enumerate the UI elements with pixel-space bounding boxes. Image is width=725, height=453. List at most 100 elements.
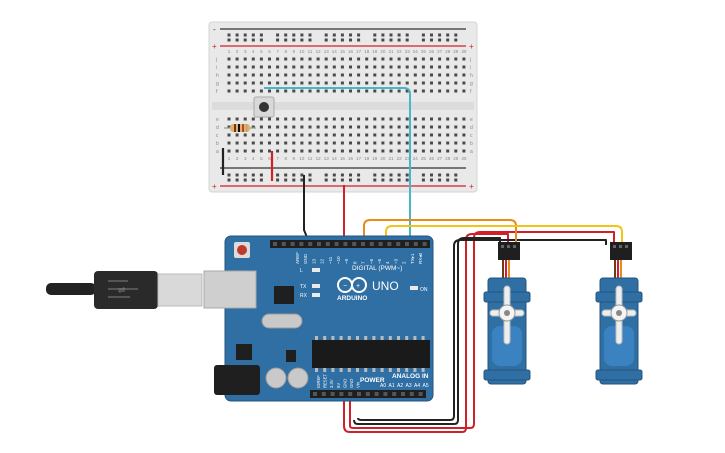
breadboard-hole — [349, 117, 352, 121]
breadboard-hole — [340, 33, 344, 37]
breadboard-hole — [340, 73, 344, 77]
connector-pin — [625, 245, 628, 248]
column-label: 27 — [437, 49, 443, 54]
breadboard-hole — [381, 149, 385, 153]
breadboard-hole — [340, 38, 344, 42]
breadboard-hole — [349, 149, 352, 153]
breadboard-hole — [413, 125, 417, 129]
breadboard-hole — [373, 133, 377, 137]
ic-pin — [331, 336, 335, 340]
breadboard-hole — [235, 178, 239, 182]
header-hole — [339, 392, 344, 396]
reset-button[interactable] — [237, 245, 247, 255]
breadboard-hole — [349, 173, 352, 177]
breadboard-hole — [276, 178, 280, 182]
breadboard-hole — [324, 117, 328, 121]
breadboard-hole — [405, 89, 409, 93]
servos — [483, 242, 643, 385]
breadboard-hole — [324, 73, 328, 77]
push-button[interactable] — [253, 96, 275, 118]
pin-label: 5V — [336, 383, 341, 388]
breadboard-hole — [357, 57, 361, 61]
breadboard-hole — [397, 173, 401, 177]
ic-pin — [413, 336, 417, 340]
breadboard-hole — [243, 38, 247, 42]
breadboard-hole — [235, 141, 239, 145]
row-label: e — [216, 117, 219, 123]
breadboard-hole — [235, 117, 239, 121]
analog-header-label: ANALOG IN — [392, 373, 429, 380]
breadboard-hole — [268, 133, 271, 137]
breadboard-hole — [340, 117, 344, 121]
breadboard-hole — [292, 125, 296, 129]
breadboard-hole — [462, 133, 466, 137]
breadboard-hole — [430, 33, 433, 37]
arduino-model: UNO — [372, 279, 399, 293]
breadboard-hole — [446, 117, 450, 121]
arduino-logo-icon: − + — [337, 277, 367, 293]
pin-label: 4 — [385, 261, 390, 264]
breadboard-hole — [446, 81, 450, 85]
breadboard-hole — [332, 89, 336, 93]
breadboard-hole — [284, 178, 288, 182]
breadboard-hole — [421, 73, 425, 77]
breadboard-hole — [413, 117, 417, 121]
breadboard-hole — [284, 133, 288, 137]
pin-label: A0 — [380, 383, 386, 389]
breadboard-hole — [251, 133, 255, 137]
servo-1 — [483, 242, 531, 385]
breadboard-hole — [462, 73, 466, 77]
row-label: i — [470, 65, 471, 71]
pin-label: IOREF — [316, 375, 321, 388]
wire-power-5v-servo2 — [349, 231, 615, 429]
breadboard-hole — [454, 125, 458, 129]
breadboard-hole — [438, 89, 442, 93]
wire-power-5v — [343, 185, 509, 433]
column-label: 29 — [453, 49, 459, 54]
breadboard-hole — [235, 57, 239, 61]
breadboard-hole — [251, 81, 255, 85]
column-label: 29 — [453, 156, 459, 161]
atmega-pins — [315, 336, 425, 372]
breadboard-hole — [292, 33, 296, 37]
breadboard-hole — [308, 125, 312, 129]
breadboard-hole — [300, 73, 304, 77]
column-label: 7 — [276, 156, 279, 161]
breadboard-hole — [300, 125, 304, 129]
column-label: 4 — [252, 49, 255, 54]
power-jack — [214, 365, 260, 395]
breadboard-hole — [349, 65, 352, 69]
breadboard-hole — [340, 141, 344, 145]
breadboard-hole — [332, 178, 336, 182]
breadboard-hole — [308, 178, 312, 182]
breadboard-hole — [259, 117, 263, 121]
breadboard-hole — [462, 65, 466, 69]
pin-label: ~3 — [393, 258, 398, 264]
breadboard-hole — [292, 133, 296, 137]
breadboard-hole — [340, 133, 344, 137]
breadboard-hole — [454, 117, 458, 121]
usb-chip — [274, 286, 294, 304]
breadboard-hole — [332, 65, 336, 69]
breadboard-hole — [413, 89, 417, 93]
breadboard-hole — [324, 178, 328, 182]
header-holes — [273, 242, 427, 396]
column-label: 21 — [388, 156, 394, 161]
row-label: j — [469, 57, 471, 63]
on-led — [410, 286, 418, 290]
column-label: 23 — [405, 49, 411, 54]
breadboard-hole — [284, 33, 288, 37]
arduino-brand: ARDUINO — [337, 295, 367, 302]
breadboard-hole — [276, 133, 280, 137]
column-label: 15 — [340, 49, 346, 54]
breadboard-hole — [454, 89, 458, 93]
servo-screw-icon — [616, 310, 622, 316]
breadboard-hole — [251, 149, 255, 153]
row-label: h — [470, 73, 473, 79]
pin-label: A3 — [406, 383, 412, 389]
breadboard-hole — [349, 141, 352, 145]
breadboard-hole — [446, 173, 450, 177]
servo-connector — [610, 242, 632, 260]
resistor-band — [246, 124, 248, 132]
